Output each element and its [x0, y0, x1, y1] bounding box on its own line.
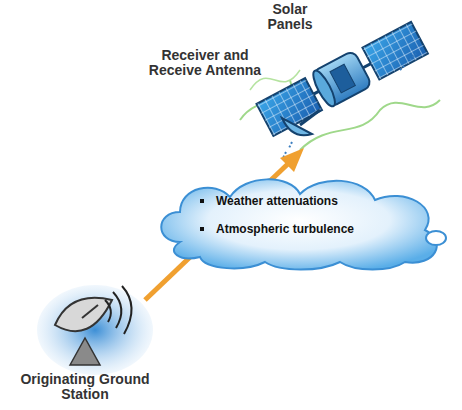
part-label: Originating Ground Station [10, 372, 160, 403]
cloud-text-line: Atmospheric turbulence [216, 222, 354, 236]
part-label: Solar Panels [250, 2, 330, 33]
bullet-item: Atmospheric turbulence [200, 222, 354, 236]
cloud-shape: Weather attenuationsAtmospheric turbulen… [150, 172, 450, 272]
bullet-mark [200, 199, 204, 203]
part-label: Receiver and Receive Antenna [135, 48, 275, 79]
bullet-item: Weather attenuations [200, 194, 354, 208]
bullet-mark [200, 227, 204, 231]
cloud-text-line: Weather attenuations [216, 194, 338, 208]
cloud-text: Weather attenuationsAtmospheric turbulen… [150, 172, 354, 250]
